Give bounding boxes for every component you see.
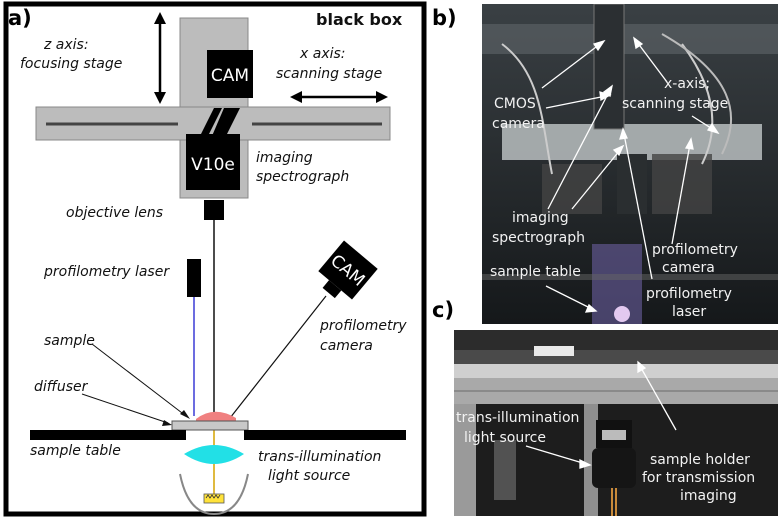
panel-c-photo: trans-illumination light source sample h… [454,330,778,516]
v10e-label: V10e [191,155,235,175]
panel-a-label: a) [8,6,32,30]
profilometry-laser [187,259,201,297]
light-source-label-1: trans-illumination [258,449,381,465]
z-axis-label-2: focusing stage [20,56,122,72]
light-source-label-2: light source [464,430,546,446]
diffuser-pointer [81,393,169,424]
rail-top [482,24,778,54]
x-axis-label-2: scanning stage [276,66,382,82]
condenser-lens [184,445,244,464]
cam-connector [200,108,222,136]
panel-a: CAM V10e CAM [3,1,427,517]
aluminium-post [454,404,476,516]
profilometry-camera-label-1: profilometry [319,318,407,334]
sample-holder-label-3: imaging [680,488,737,504]
profilometry-camera-label-2: camera [320,338,373,354]
sample-holder-label-2: for transmission [642,470,755,486]
aluminium-rail-top [454,364,778,378]
panel-c-label: c) [432,298,455,322]
profilometry-laser-label: profilometry laser [43,264,170,280]
diffuser-label: diffuser [34,379,89,395]
profilometry-camera-body: CAM [318,240,378,300]
z-axis-label-1: z axis: [43,37,89,53]
panel-b-label: b) [432,6,457,30]
sample-table-label: sample table [30,443,121,459]
objective-lens-label: objective lens [66,205,163,221]
sample-table-left [30,430,186,440]
cam-box [207,50,253,98]
sample-shape [196,411,236,421]
spectrograph-label-1: imaging [512,210,569,226]
x-axis-label-1: x axis: [299,46,346,62]
sample-holder-plate [454,350,778,364]
black-box-title: black box [316,10,403,29]
sample-holder-label-1: sample holder [650,452,750,468]
light-source-label-2: light source [268,468,350,484]
cam-label: CAM [211,66,249,86]
panel-b-photo: CMOS camera x-axis; scanning stage imagi… [482,4,778,324]
setup-schematic: CAM V10e CAM [3,1,427,517]
cmos-camera [593,4,625,130]
spectrograph-label-2: spectrograph [256,169,349,185]
profilometry-camera-label-1: profilometry [652,242,738,258]
camera-view-line [229,295,327,419]
sample-slide [534,346,574,356]
sample-table-right [244,430,406,440]
x-axis-stage-label-1: x-axis; [664,76,710,92]
spectrograph-label-1: imaging [256,150,313,166]
cmos-label-1: CMOS [494,96,536,112]
profilometry-laser-label-1: profilometry [646,286,732,302]
cmos-label-2: camera [492,116,545,132]
v10e-box [186,134,240,190]
profilometry-camera-label-2: camera [662,260,715,276]
sample-table-photo-label: sample table [490,264,581,280]
sample-label: sample [44,333,95,349]
x-axis-stage-label-2: scanning stage [622,96,728,112]
diffuser-plate [171,420,249,431]
sample-pointer [91,343,187,417]
profilometry-laser-label-2: laser [672,304,706,320]
reflector [179,473,249,516]
spectrograph-label-2: spectrograph [492,230,585,246]
light-source-label-1: trans-illumination [456,410,579,426]
objective-lens [204,200,224,220]
